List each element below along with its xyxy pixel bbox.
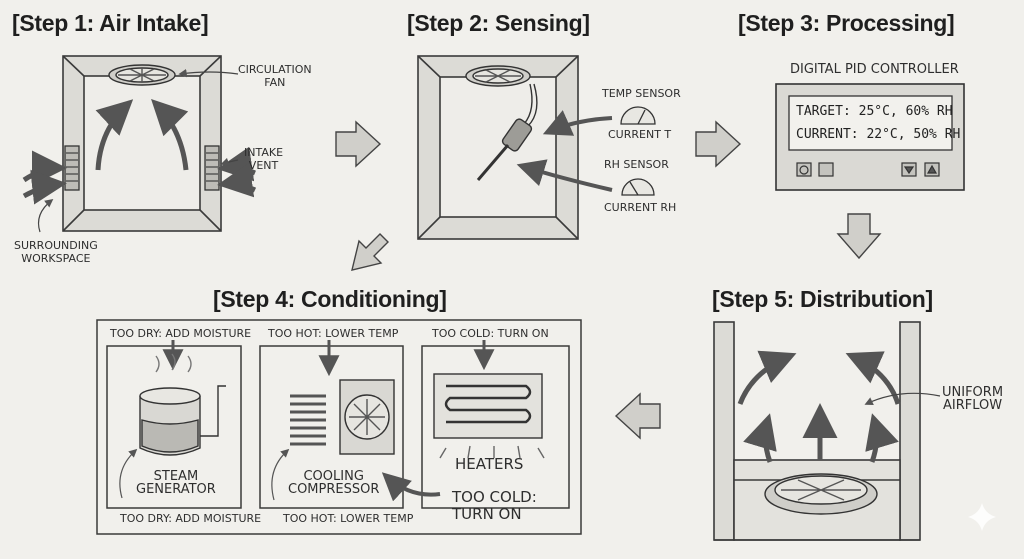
step1-airflow-arrows <box>22 99 257 205</box>
flow-arrow-5-to-4 <box>614 392 661 440</box>
intake-vent-label: INTAKE VENT <box>244 146 283 172</box>
step2-title: [Step 2: Sensing] <box>407 10 590 36</box>
current-readout: CURRENT: 22°C, 50% RH <box>796 127 961 142</box>
steam-generator-line1: STEAM <box>153 469 199 484</box>
step2-fan <box>465 65 531 87</box>
surrounding-workspace-line2: WORKSPACE <box>21 252 91 265</box>
flow-arrow-2-to-3 <box>695 120 742 168</box>
step4-down-arrows <box>162 340 495 377</box>
steam-generator-line2: GENERATOR <box>136 482 216 497</box>
step1-callout-lines <box>37 68 239 233</box>
too-dry-bottom-label: TOO DRY: ADD MOISTURE <box>120 512 262 525</box>
step5-callout-line <box>864 392 941 405</box>
rh-sensor-label: RH SENSOR <box>604 158 669 171</box>
step3-title: [Step 3: Processing] <box>738 10 955 36</box>
uniform-airflow-label: UNIFORM AIRFLOW <box>942 386 1003 412</box>
step4-cooling-compressor <box>290 379 395 455</box>
step2-gauges <box>620 106 656 196</box>
too-hot-top-label: TOO HOT: LOWER TEMP <box>268 327 399 340</box>
controller-label: DIGITAL PID CONTROLLER <box>790 62 959 77</box>
cooling-compressor-line2: COMPRESSOR <box>288 482 380 497</box>
step4-callouts <box>119 448 441 502</box>
step2-sensor-probe <box>476 83 538 181</box>
step1-circulation-fan <box>108 64 176 86</box>
step3-buttons <box>796 162 940 177</box>
step2-callout-arrows <box>516 110 613 192</box>
too-cold-bottom-line1: TOO COLD: <box>452 488 537 506</box>
step4-title: [Step 4: Conditioning] <box>213 286 447 312</box>
step5-enclosure <box>713 321 921 541</box>
cooling-compressor-label: COOLING COMPRESSOR <box>288 470 379 496</box>
step5-title: [Step 5: Distribution] <box>712 286 933 312</box>
too-dry-top-label: TOO DRY: ADD MOISTURE <box>110 327 252 340</box>
surrounding-workspace-label: SURROUNDING WORKSPACE <box>14 239 98 265</box>
sparkle-icon <box>968 503 996 531</box>
step5-floor-fan <box>764 473 878 515</box>
circulation-fan-label-line2: FAN <box>264 76 286 89</box>
flow-arrow-1-to-2 <box>335 120 382 168</box>
surrounding-workspace-line1: SURROUNDING <box>14 239 98 252</box>
step1-title: [Step 1: Air Intake] <box>12 10 209 36</box>
current-t-label: CURRENT T <box>608 128 672 141</box>
step5-airflow-arrows <box>737 350 901 463</box>
heaters-label: HEATERS <box>455 455 524 473</box>
cooling-compressor-line1: COOLING <box>303 469 364 484</box>
too-cold-top-label: TOO COLD: TURN ON <box>432 327 549 340</box>
circulation-fan-label: CIRCULATION FAN <box>238 63 312 89</box>
intake-vent-label-line2: VENT <box>248 159 279 172</box>
flow-arrow-2-to-4 <box>351 233 389 271</box>
uniform-airflow-line2: AIRFLOW <box>942 398 1003 413</box>
too-hot-bottom-label: TOO HOT: LOWER TEMP <box>283 512 414 525</box>
step4-steam-generator <box>139 353 226 456</box>
circulation-fan-label-line1: CIRCULATION <box>238 63 312 76</box>
intake-vent-label-line1: INTAKE <box>244 146 284 159</box>
steam-generator-label: STEAM GENERATOR <box>136 470 216 496</box>
step4-heater-element <box>433 373 545 459</box>
uniform-airflow-line1: UNIFORM <box>942 385 1004 400</box>
target-readout: TARGET: 25°C, 60% RH <box>796 104 953 119</box>
too-cold-bottom-line2: TURN ON <box>452 505 522 523</box>
flow-arrow-3-to-5 <box>836 213 882 260</box>
current-rh-label: CURRENT RH <box>604 201 677 214</box>
too-cold-bottom-label: TOO COLD: TURN ON <box>452 489 537 523</box>
temp-sensor-label: TEMP SENSOR <box>602 87 681 100</box>
